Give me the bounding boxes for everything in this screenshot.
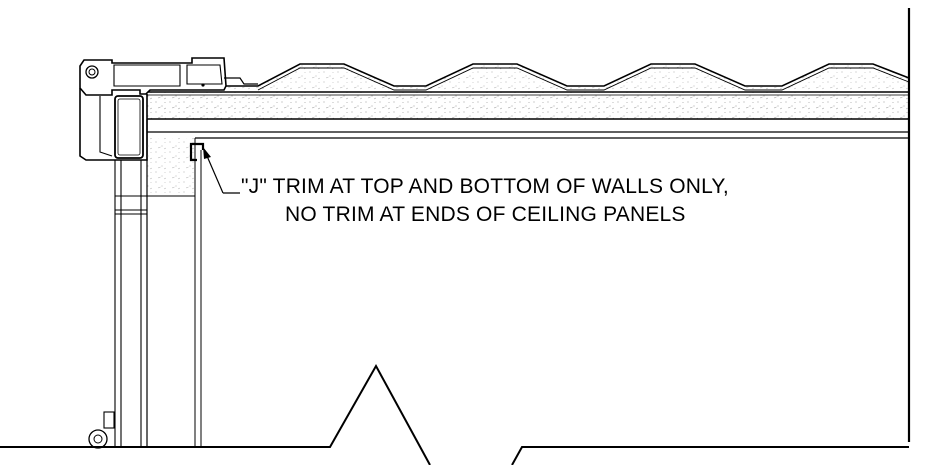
edge-cap-inner	[113, 64, 181, 87]
edge-cap-inner-2	[186, 64, 223, 85]
callout-text-line-2: NO TRIM AT ENDS OF CEILING PANELS	[285, 203, 686, 226]
callout-text-line-1: "J" TRIM AT TOP AND BOTTOM OF WALLS ONLY…	[241, 175, 729, 198]
corrugated-roof-skin-inner	[257, 67, 910, 91]
fascia-seal-block-inner	[117, 98, 141, 156]
base-roller-hub	[93, 434, 103, 444]
corrugated-roof-skin	[224, 63, 910, 87]
fascia-inner	[99, 96, 113, 157]
gutter-lip	[224, 77, 258, 85]
fascia-seal-block	[114, 95, 144, 159]
leader-arrowhead	[203, 147, 211, 159]
j-trim	[189, 142, 205, 162]
ceiling-panel-foam	[147, 92, 909, 119]
edge-cap-fastener-inner	[88, 68, 96, 76]
base-bracket	[103, 411, 115, 429]
floor-break-line	[0, 363, 909, 465]
leader-line-diagonal	[206, 155, 224, 194]
wall-panel-foam	[147, 138, 195, 196]
rivet-dot	[201, 83, 205, 87]
